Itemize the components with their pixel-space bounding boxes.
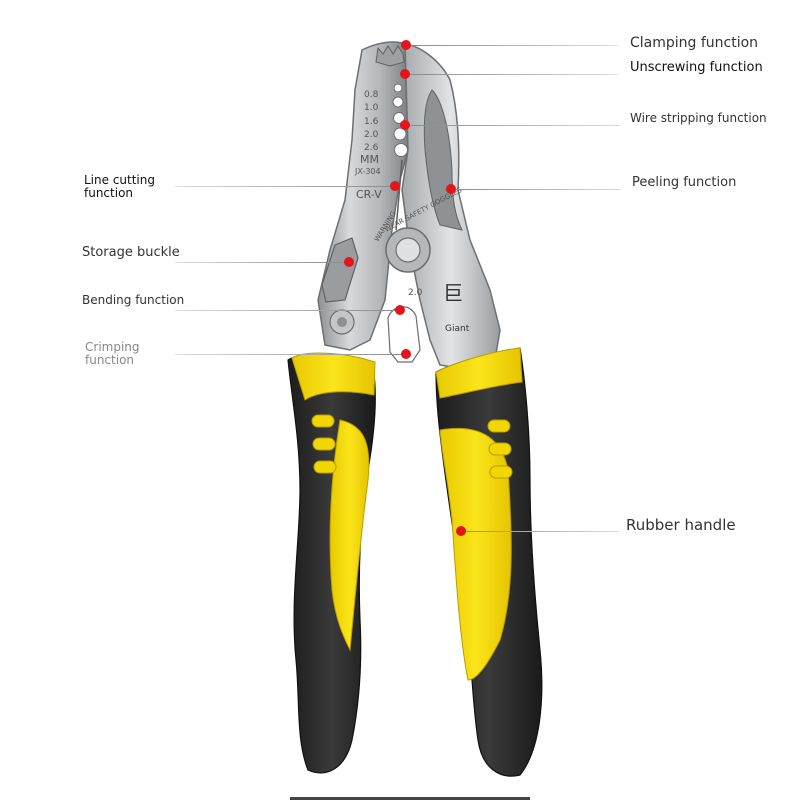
leader-line — [406, 74, 618, 75]
marker-peeling — [446, 184, 456, 194]
model-marking: JX-304 — [354, 167, 381, 176]
marker-storage — [344, 257, 354, 267]
marker-crimping — [401, 349, 411, 359]
brand-marking: Giant — [445, 324, 470, 334]
label-clamping: Clamping function — [630, 35, 759, 51]
marker-wire-stripping — [400, 120, 410, 130]
clamping-teeth — [375, 45, 405, 67]
crimping-gap — [387, 306, 421, 363]
gauge-value: 1.6 — [364, 117, 379, 127]
gauge-value: 0.8 — [364, 90, 379, 100]
left-handle-grip — [329, 419, 370, 652]
unit-marking: MM — [360, 153, 379, 166]
stripping-notches — [392, 83, 408, 157]
bottom-rule — [290, 797, 530, 800]
right-handle-grip — [439, 427, 512, 681]
leader-line — [451, 189, 621, 190]
gauge-value: 1.0 — [364, 103, 379, 113]
steel-marking: CR-V — [356, 188, 382, 201]
storage-buckle — [321, 237, 359, 303]
label-unscrewing: Unscrewing function — [630, 60, 763, 75]
marker-bending — [395, 305, 405, 315]
gauge-value: 2.6 — [364, 143, 379, 153]
marker-clamping — [401, 40, 411, 50]
leader-line — [175, 354, 405, 355]
label-crimping-line1: Crimping — [85, 340, 140, 354]
label-line-cutting-line1: Line cutting — [84, 173, 155, 187]
left-grip-ridges — [311, 414, 337, 474]
size-marking: 2.0 — [408, 288, 423, 298]
leader-line — [408, 45, 618, 46]
right-grip-ridges — [487, 419, 513, 479]
left-handle-yellow — [291, 352, 376, 401]
leader-line — [175, 262, 347, 263]
label-peeling: Peeling function — [632, 175, 737, 190]
label-line-cutting: Line cutting function — [84, 174, 155, 199]
marker-rubber — [456, 526, 466, 536]
label-rubber-handle: Rubber handle — [626, 516, 736, 534]
label-bending: Bending function — [82, 293, 185, 307]
label-line-cutting-line2: function — [84, 185, 134, 200]
leader-line — [175, 310, 400, 311]
label-crimping-line2: function — [85, 352, 135, 367]
leader-line — [175, 186, 395, 187]
gauge-value: 2.0 — [364, 130, 379, 140]
right-handle-yellow — [435, 347, 523, 399]
marker-line-cutting — [390, 181, 400, 191]
label-crimping: Crimping function — [85, 341, 140, 366]
logo-glyph: 巨 — [443, 281, 463, 305]
leader-line — [461, 531, 619, 532]
label-storage: Storage buckle — [82, 245, 180, 260]
marker-unscrewing — [400, 69, 410, 79]
pivot-inner — [395, 237, 421, 263]
leader-line — [406, 125, 620, 126]
label-wire-stripping: Wire stripping function — [630, 111, 767, 125]
